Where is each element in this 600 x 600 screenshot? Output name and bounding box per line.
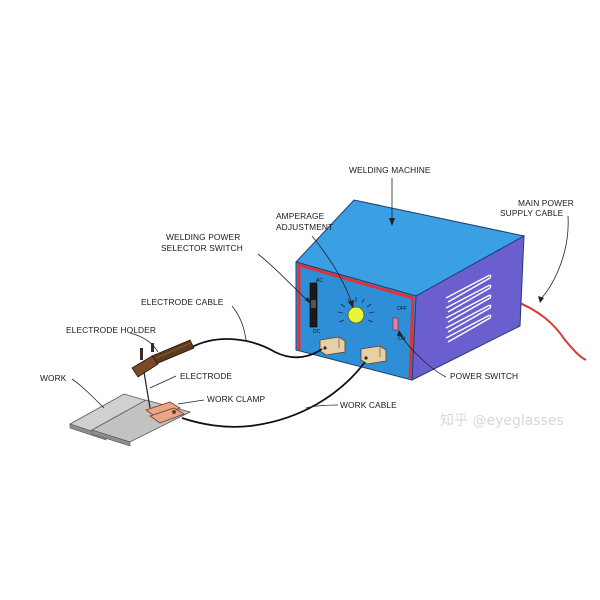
leader-main-power (539, 215, 569, 301)
leader-work-clamp (177, 399, 205, 405)
label-work-clamp: WORK CLAMP (207, 394, 266, 404)
label-work-cable: WORK CABLE (340, 400, 397, 410)
amperage-knob[interactable] (347, 306, 365, 324)
leader-work-cable (305, 404, 339, 409)
arrow-welding-machine (389, 218, 395, 226)
leader-electrode (149, 375, 177, 389)
leader-amperage (311, 235, 353, 305)
label-main-power-1: MAIN POWER (518, 198, 574, 208)
arrow-amperage (348, 300, 354, 308)
leader-electrode-holder (129, 332, 159, 353)
leader-selector (257, 253, 310, 303)
label-main-power-2: SUPPLY CABLE (500, 208, 564, 218)
label-welding-machine: WELDING MACHINE (349, 165, 431, 175)
work-plate (69, 393, 192, 447)
label-power-switch: POWER SWITCH (450, 371, 518, 381)
panel-off-text: OFF (397, 306, 407, 312)
electrode-rod (143, 371, 151, 409)
label-amperage-1: AMPERAGE (276, 211, 325, 221)
leader-power-switch (399, 333, 447, 378)
label-electrode-cable: ELECTRODE CABLE (141, 297, 224, 307)
label-amperage-2: ADJUSTMENT (276, 222, 333, 232)
main-power-cable (511, 299, 587, 361)
amperage-ticks (337, 297, 375, 323)
work-cable (181, 361, 366, 428)
watermark: 知乎 @eyeglasses (440, 412, 564, 429)
side-vents (445, 274, 492, 343)
panel-trim (297, 263, 415, 379)
selector-switch-lever[interactable] (311, 300, 316, 308)
label-electrode-holder: ELECTRODE HOLDER (66, 325, 156, 335)
electrode-holder (131, 339, 195, 378)
arrow-power-switch (397, 330, 403, 336)
leader-electrode-cable (231, 305, 247, 341)
label-selector-1: WELDING POWER (166, 232, 240, 242)
panel-on-text: ON (398, 336, 406, 342)
panel-dc-text: DC (313, 329, 321, 335)
welding-machine: AC DC OFF ON (295, 199, 526, 381)
label-selector-2: SELECTOR SWITCH (161, 243, 243, 253)
electrode-terminal (319, 336, 346, 356)
work-clamp (145, 401, 185, 424)
work-terminal (360, 345, 387, 365)
panel-ac-text: AC (316, 278, 323, 284)
arrow-selector (305, 297, 311, 304)
label-work: WORK (40, 373, 67, 383)
power-switch[interactable] (392, 317, 399, 331)
arrow-main-power (538, 296, 544, 303)
leader-work (71, 378, 105, 409)
electrode-cable (189, 338, 323, 359)
label-electrode: ELECTRODE (180, 371, 232, 381)
